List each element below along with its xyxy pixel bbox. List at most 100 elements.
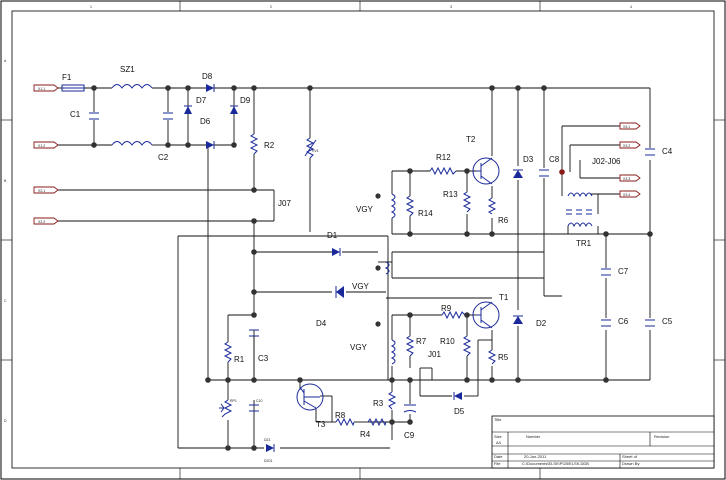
diode-d5[interactable]: D5 xyxy=(453,392,465,416)
capacitor-c7[interactable]: C7 xyxy=(601,267,629,276)
capacitor-c8[interactable]: C8 xyxy=(539,155,560,177)
resistor-r1[interactable]: R1 xyxy=(223,341,245,364)
label-dz01: DZ01 xyxy=(264,459,273,463)
row-marker: B xyxy=(4,179,7,183)
label-t1: T1 xyxy=(499,293,509,302)
capacitor-c4[interactable]: C4 xyxy=(645,147,673,156)
capacitor-c1[interactable]: C1 xyxy=(70,110,99,120)
zener-dz1[interactable]: DZ1 DZ01 xyxy=(264,438,275,463)
titleblock-drawn-label: Drawn By: xyxy=(622,461,640,466)
choke-sz1[interactable]: SZ1 xyxy=(111,65,153,146)
resistor-r9[interactable]: R9 xyxy=(441,304,466,320)
transistor-t1[interactable]: T1 xyxy=(472,293,509,329)
label-j01: J01 xyxy=(428,350,441,359)
titleblock-date-label: Date xyxy=(494,454,503,459)
resistor-r2[interactable]: R2 xyxy=(249,133,275,155)
label-c2: C2 xyxy=(158,153,169,162)
capacitor-c3[interactable]: C3 xyxy=(249,329,269,363)
terminal-x3-2[interactable]: X3.2 xyxy=(619,141,641,149)
resistor-r10[interactable]: R10 xyxy=(440,335,472,357)
winding-vgy-upper[interactable]: VGY xyxy=(356,193,396,219)
wires xyxy=(58,87,651,449)
col-marker: 2 xyxy=(270,5,272,9)
terminal-label: X3.3 xyxy=(623,177,630,181)
capacitor-c10[interactable]: C10 xyxy=(249,399,262,412)
label-f1: F1 xyxy=(62,73,72,82)
transistor-t3[interactable]: T3 xyxy=(296,383,326,429)
resistor-r5[interactable]: R5 xyxy=(487,349,509,365)
jumper-j01[interactable]: J01 xyxy=(419,350,441,396)
label-c3: C3 xyxy=(258,354,269,363)
capacitor-c5[interactable]: C5 xyxy=(645,317,673,327)
label-r13: R13 xyxy=(443,190,458,199)
label-r6: R6 xyxy=(498,216,509,225)
resistor-r6[interactable]: R6 xyxy=(487,197,509,225)
titleblock-date-value: 20-Jun-2011 xyxy=(524,454,547,459)
label-r8: R8 xyxy=(335,411,346,420)
label-d5: D5 xyxy=(454,407,465,416)
terminal-x2-1[interactable]: X2.1 xyxy=(33,186,59,194)
terminal-x1-1[interactable]: X1.1 xyxy=(33,84,59,92)
diode-d3[interactable]: D3 xyxy=(513,155,534,178)
winding-vgy-lower[interactable]: VGY xyxy=(350,339,396,365)
resistor-r8[interactable]: R8 xyxy=(335,411,355,427)
resistor-r7[interactable]: R7 xyxy=(405,335,427,357)
titleblock-number-label: Number xyxy=(526,434,541,439)
label-r4: R4 xyxy=(360,430,371,439)
titleblock-size-label: Size xyxy=(494,434,503,439)
label-c9: C9 xyxy=(404,431,415,440)
winding-vgy-mid[interactable]: VGY xyxy=(352,261,390,291)
output-terminals: X3.1 X3.2 X3.3 X3.4 xyxy=(619,122,641,198)
label-t3: T3 xyxy=(316,420,326,429)
label-r7: R7 xyxy=(416,337,427,346)
terminal-x3-1[interactable]: X3.1 xyxy=(619,122,641,130)
label-d1: D1 xyxy=(327,231,338,240)
potentiometer-rp1[interactable]: RP1 xyxy=(219,399,237,418)
transistor-t2[interactable]: T2 xyxy=(466,135,500,185)
label-c8: C8 xyxy=(549,155,560,164)
diode-d9[interactable]: D9 xyxy=(230,96,251,114)
resistor-r12[interactable]: R12 xyxy=(429,153,457,176)
transformer-tr1[interactable]: TR1 xyxy=(566,192,593,248)
diode-d4[interactable]: D4 xyxy=(316,286,344,328)
terminal-x2-2[interactable]: X2.2 xyxy=(33,217,59,225)
label-d7: D7 xyxy=(196,96,207,105)
label-r10: R10 xyxy=(440,337,455,346)
diode-d6[interactable]: D6 xyxy=(200,117,215,149)
diode-d1[interactable]: D1 xyxy=(327,231,341,256)
terminal-label: X2.1 xyxy=(38,189,45,193)
terminal-label: X3.4 xyxy=(623,193,630,197)
resistor-r14[interactable]: R14 xyxy=(405,195,433,218)
diode-d7[interactable]: D7 xyxy=(184,96,207,114)
label-tr1: TR1 xyxy=(576,239,592,248)
label-d6: D6 xyxy=(200,117,211,126)
fuse-f1[interactable]: F1 xyxy=(61,73,85,92)
resistor-rv1[interactable]: RV1 xyxy=(304,137,319,159)
label-d9: D9 xyxy=(240,96,251,105)
titleblock-file-label: File xyxy=(494,461,501,466)
capacitor-c6[interactable]: C6 xyxy=(601,317,629,327)
capacitor-c9[interactable]: C9 xyxy=(403,404,417,440)
diode-d2[interactable]: D2 xyxy=(513,315,547,328)
label-sz1: SZ1 xyxy=(120,65,135,74)
resistor-r13[interactable]: R13 xyxy=(443,190,472,213)
label-r3: R3 xyxy=(373,399,384,408)
terminal-label: X1.1 xyxy=(38,87,45,91)
label-c4: C4 xyxy=(662,147,673,156)
diode-d8[interactable]: D8 xyxy=(202,72,215,92)
label-r2: R2 xyxy=(264,141,275,150)
capacitor-c2[interactable]: C2 xyxy=(158,112,173,162)
terminal-x1-2[interactable]: X1.2 xyxy=(33,141,59,149)
label-r14: R14 xyxy=(418,209,433,218)
terminal-label: X1.2 xyxy=(38,144,45,148)
titleblock-revision-label: Revision xyxy=(654,434,669,439)
label-d8: D8 xyxy=(202,72,213,81)
resistor-r4[interactable]: R4 xyxy=(360,417,387,439)
terminal-x3-3[interactable]: X3.3 xyxy=(619,174,641,182)
resistor-r3[interactable]: R3 xyxy=(373,391,397,410)
terminal-x3-4[interactable]: X3.4 xyxy=(619,190,641,198)
label-r9: R9 xyxy=(441,304,452,313)
col-marker: 1 xyxy=(90,5,92,9)
label-dz1: DZ1 xyxy=(264,438,271,442)
